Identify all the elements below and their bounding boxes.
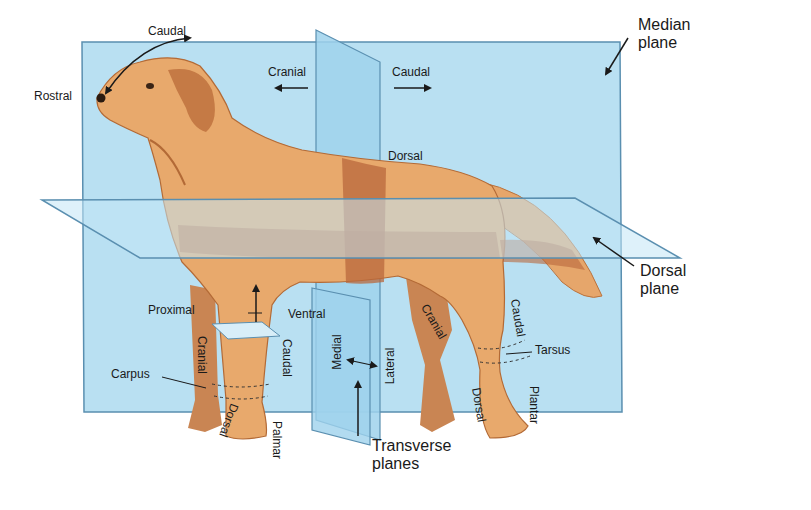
direction-label: Dorsal <box>388 150 423 164</box>
proximal-leader <box>248 313 262 314</box>
direction-label: Caudal <box>279 339 293 377</box>
proximal-arrow <box>255 286 257 322</box>
tarsus-leader <box>506 352 532 354</box>
joint-label: Carpus <box>111 368 150 382</box>
direction-label: Plantar <box>526 386 540 424</box>
direction-label: Lateral <box>384 348 398 385</box>
joint-label: Tarsus <box>535 344 570 358</box>
direction-label: Rostral <box>34 90 72 104</box>
direction-label: Palmar <box>269 421 283 459</box>
cranial-arrow <box>276 87 308 89</box>
nose <box>97 94 106 103</box>
eye <box>146 83 154 89</box>
carpus-dashes <box>212 384 270 399</box>
direction-label: Ventral <box>288 308 325 322</box>
carpus-leader <box>162 377 206 388</box>
medial-lateral-arrow <box>348 360 376 366</box>
direction-label: Cranial <box>268 66 306 80</box>
ear <box>168 69 215 132</box>
direction-label: Medial <box>331 334 345 369</box>
dorsal-plane <box>42 198 680 258</box>
rostral-caudal-arrow <box>106 38 190 93</box>
caudal-arrow <box>394 87 430 89</box>
median-plane-arrow <box>606 38 628 74</box>
dorsal-plane-arrow <box>594 238 634 266</box>
tarsus-dashes <box>478 340 530 363</box>
neck-line <box>150 140 185 185</box>
direction-label: Caudal <box>392 66 430 80</box>
transverse-arrow <box>357 382 359 436</box>
foreleg-transverse-plane <box>212 322 280 339</box>
direction-label: Proximal <box>148 304 195 318</box>
direction-label: Caudal <box>148 25 186 39</box>
plane-label: Median plane <box>638 16 710 53</box>
plane-label: Transverse planes <box>372 437 472 474</box>
direction-label: Cranial <box>194 336 208 374</box>
plane-label: Dorsal plane <box>640 262 700 299</box>
